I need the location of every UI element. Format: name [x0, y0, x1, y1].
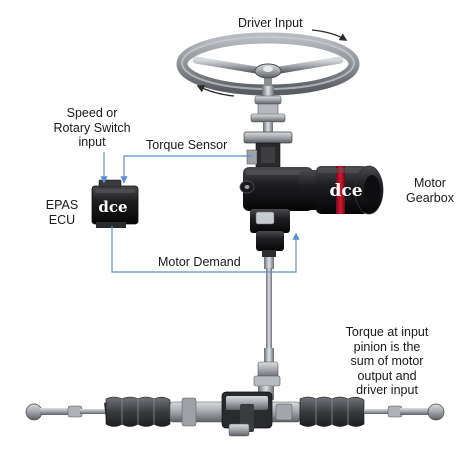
steering-rack — [25, 391, 445, 437]
torque-signal-arrow — [120, 155, 252, 184]
motor-gearbox-label: Motor Gearbox — [406, 176, 454, 205]
upper-column — [250, 86, 286, 132]
torque-sensor-unit — [243, 131, 293, 168]
epas-ecu-label: EPAS ECU — [45, 198, 79, 227]
steering-wheel — [176, 32, 360, 96]
motor-demand-label: Motor Demand — [158, 255, 241, 269]
epas-ecu-box: dce — [91, 179, 139, 228]
motor-logo: dce — [329, 181, 362, 201]
intermediate-shaft — [253, 257, 281, 400]
driver-input-label: Driver Input — [238, 16, 303, 30]
speed-switch-label: Speed or Rotary Switch input — [53, 106, 131, 149]
motor-gearbox-assembly: dce — [239, 165, 384, 257]
torque-sensor-label: Torque Sensor — [146, 138, 228, 152]
rotation-arrow-top — [311, 29, 348, 41]
torque-note-label: Torque at input pinion is the sum of mot… — [345, 325, 429, 397]
signal-lines — [100, 152, 300, 273]
motor-demand-arrow — [111, 226, 300, 273]
ecu-logo: dce — [98, 198, 127, 216]
rotation-arrow-bottom — [196, 85, 235, 97]
